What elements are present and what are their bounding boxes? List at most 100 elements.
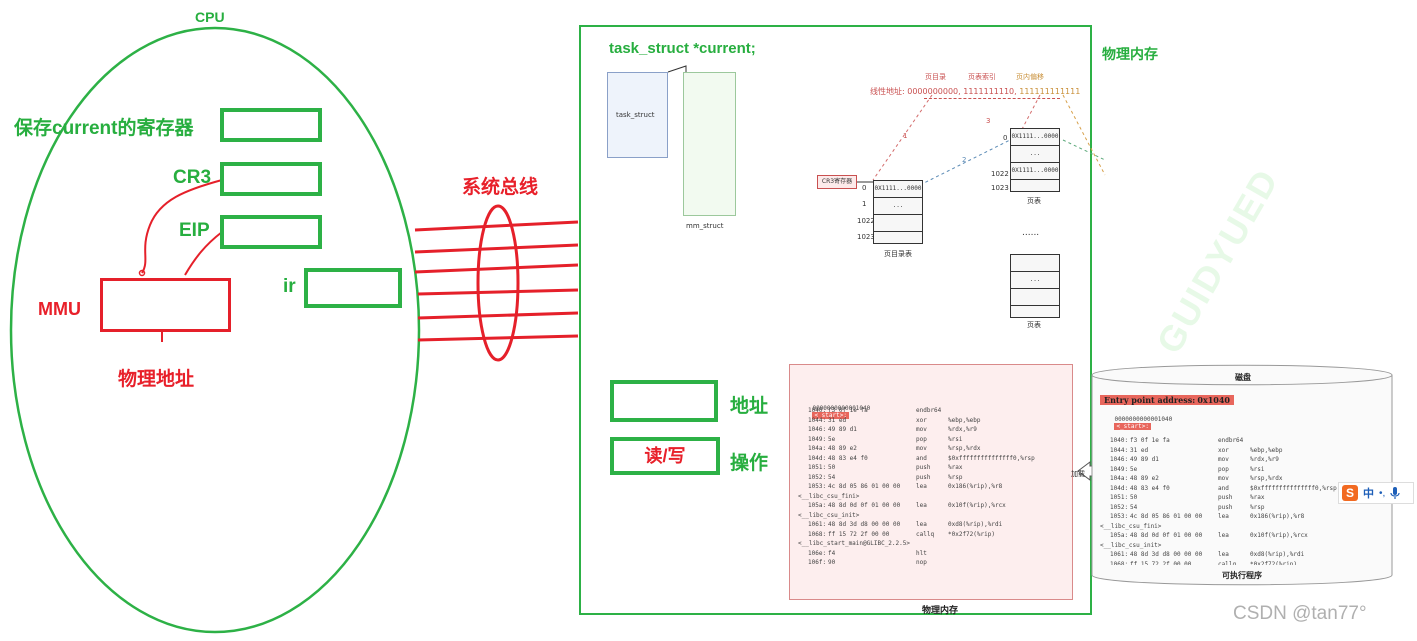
disk-code-col-0: 1046: — [1110, 456, 1129, 463]
disk-code-col-2: xor — [1218, 446, 1229, 454]
task-struct-box-label: task_struct — [616, 111, 655, 119]
page-table-top-caption: 页表 — [1027, 197, 1041, 205]
load-label: 加载 — [1071, 470, 1085, 478]
disk-code-col-1: 31 ed — [1130, 446, 1149, 454]
ime-punct-toggle[interactable]: •, — [1379, 487, 1386, 499]
page-table-top-entry-1: ... — [1011, 146, 1059, 163]
eip-register-box — [220, 215, 322, 249]
memory-code-col-0: 104a: — [808, 445, 827, 452]
linear-address: 线性地址: 0000000000, 1111111110, 1111111111… — [870, 86, 1080, 97]
memory-code-col-0: 1053: — [808, 483, 827, 490]
offset-caption: 页内偏移 — [1016, 73, 1044, 81]
memory-code-col-1: 49 89 d1 — [828, 426, 857, 433]
disk-code-col-1: ff 15 72 2f 00 00 — [1130, 560, 1192, 566]
disk-code-col-0: 104a: — [1110, 475, 1129, 482]
ime-lang-toggle[interactable]: 中 — [1363, 488, 1374, 500]
disk-code-col-0: 1044: — [1110, 446, 1129, 454]
disk-code-header-tag: <_start>: — [1114, 423, 1151, 430]
arrow-number-3: 3 — [986, 117, 991, 125]
linear-address-underline — [924, 98, 1060, 99]
page-table-top: 0X1111...0000 ... 0X1111...0000 — [1010, 128, 1060, 192]
system-bus-lines — [414, 220, 579, 342]
disk-code-col-0: 104d: — [1110, 484, 1129, 492]
disk-code-col-2: lea — [1218, 532, 1229, 539]
memory-code-col-2: push — [916, 464, 931, 471]
memory-code-col-0: 1061: — [808, 521, 827, 528]
disk-code-col-2: lea — [1218, 551, 1229, 558]
address-label: 地址 — [730, 396, 769, 417]
disk-code-col-0: 1053: — [1110, 513, 1129, 520]
memory-code-col-3: $0xfffffffffffffff0,%rsp — [948, 454, 1035, 462]
disk-entry-label: Entry point address: — [1104, 395, 1196, 405]
disk-caption: 可执行程序 — [1222, 571, 1262, 580]
disk-code-col-2: endbr64 — [1218, 437, 1244, 444]
disk-code: Entry point address: 0x1040 000000000000… — [1100, 395, 1390, 565]
memory-code-col-1: f4 — [828, 549, 836, 557]
memory-code-col-2: lea — [916, 502, 927, 509]
disk-code-col-3: %rdx,%r9 — [1250, 456, 1279, 463]
system-bus-label: 系统总线 — [462, 177, 539, 198]
ime-logo-icon[interactable]: S — [1342, 485, 1358, 501]
operation-label: 操作 — [730, 453, 769, 474]
ime-toolbar[interactable]: S 中 •, — [1338, 482, 1414, 504]
disk-code-col-0: 1061: — [1110, 551, 1129, 558]
memory-code-line: <__libc_csu_init> — [798, 512, 1068, 522]
memory-code-col-0: 1052: — [808, 473, 827, 481]
page-table-bottom-entry-2 — [1011, 289, 1059, 306]
memory-code-header-tag: <_start>: — [812, 412, 849, 419]
disk-code-col-3: 0x186(%rip),%r8 — [1250, 513, 1305, 520]
page-table-row-1022: 1022 — [991, 170, 1009, 178]
dir-caption: 页目录 — [925, 73, 946, 81]
memory-code-col-1: 90 — [828, 559, 836, 566]
page-dir-entry-1: ... — [874, 198, 922, 215]
disk-code-col-0: 1040: — [1110, 437, 1129, 444]
cr3-to-mmu-wire — [141, 179, 223, 274]
disk-code-col-0: 1049: — [1110, 465, 1129, 473]
disk-code-line: <__libc_csu_fini> — [1100, 523, 1390, 533]
page-dir-row-1022: 1022 — [857, 217, 875, 225]
dir-bits: 0000000000, — [907, 87, 961, 96]
memory-code-col-1: 4c 8d 05 86 01 00 00 — [828, 483, 901, 490]
disk-code-col-3: $0xfffffffffffffff0,%rsp — [1250, 484, 1337, 492]
page-table-top-entry-0: 0X1111...0000 — [1011, 129, 1059, 146]
disk-code-symbol: <__libc_csu_fini> — [1100, 522, 1162, 530]
memory-code-col-0: 105a: — [808, 502, 827, 509]
memory-code-col-3: 0xd8(%rip),%rdi — [948, 521, 1003, 528]
memory-code-col-1: 31 ed — [828, 416, 847, 424]
cr3-register-small-label: CR3寄存器 — [821, 178, 853, 185]
bus-ellipse — [476, 204, 520, 362]
disk-code-header-addr: 0000000000001040 — [1114, 416, 1173, 423]
mic-icon[interactable] — [1390, 486, 1400, 500]
page-dir-caption: 页目录表 — [884, 250, 912, 258]
memory-code-col-3: %rdx,%r9 — [948, 426, 977, 433]
memory-code-col-2: and — [916, 454, 927, 462]
memory-code-header-addr: 0000000000001040 — [812, 405, 871, 412]
memory-code-col-2: push — [916, 473, 931, 481]
memory-code-col-1: 48 8d 0d 0f 01 00 00 — [828, 502, 901, 509]
disk-code-col-1: 48 89 e2 — [1130, 475, 1159, 482]
page-table-top-entry-3 — [1011, 180, 1059, 196]
disk-code-col-2: and — [1218, 484, 1229, 492]
memory-frame — [579, 25, 1092, 615]
disk-code-col-1: 48 8d 0d 0f 01 00 00 — [1130, 532, 1203, 539]
page-table-bottom-caption: 页表 — [1027, 321, 1041, 329]
read-write-text: 读/写 — [644, 446, 686, 466]
memory-code-col-1: f3 0f 1e fa — [828, 407, 868, 414]
csdn-credit: CSDN @tan77° — [1233, 603, 1367, 624]
disk-code-col-1: 54 — [1130, 503, 1138, 511]
arrow-number-2: 2 — [962, 156, 967, 164]
disk-cylinder — [1091, 364, 1393, 586]
disk-code-symbol: <__libc_csu_init> — [1100, 541, 1162, 549]
read-write-box: 读/写 — [610, 437, 720, 475]
